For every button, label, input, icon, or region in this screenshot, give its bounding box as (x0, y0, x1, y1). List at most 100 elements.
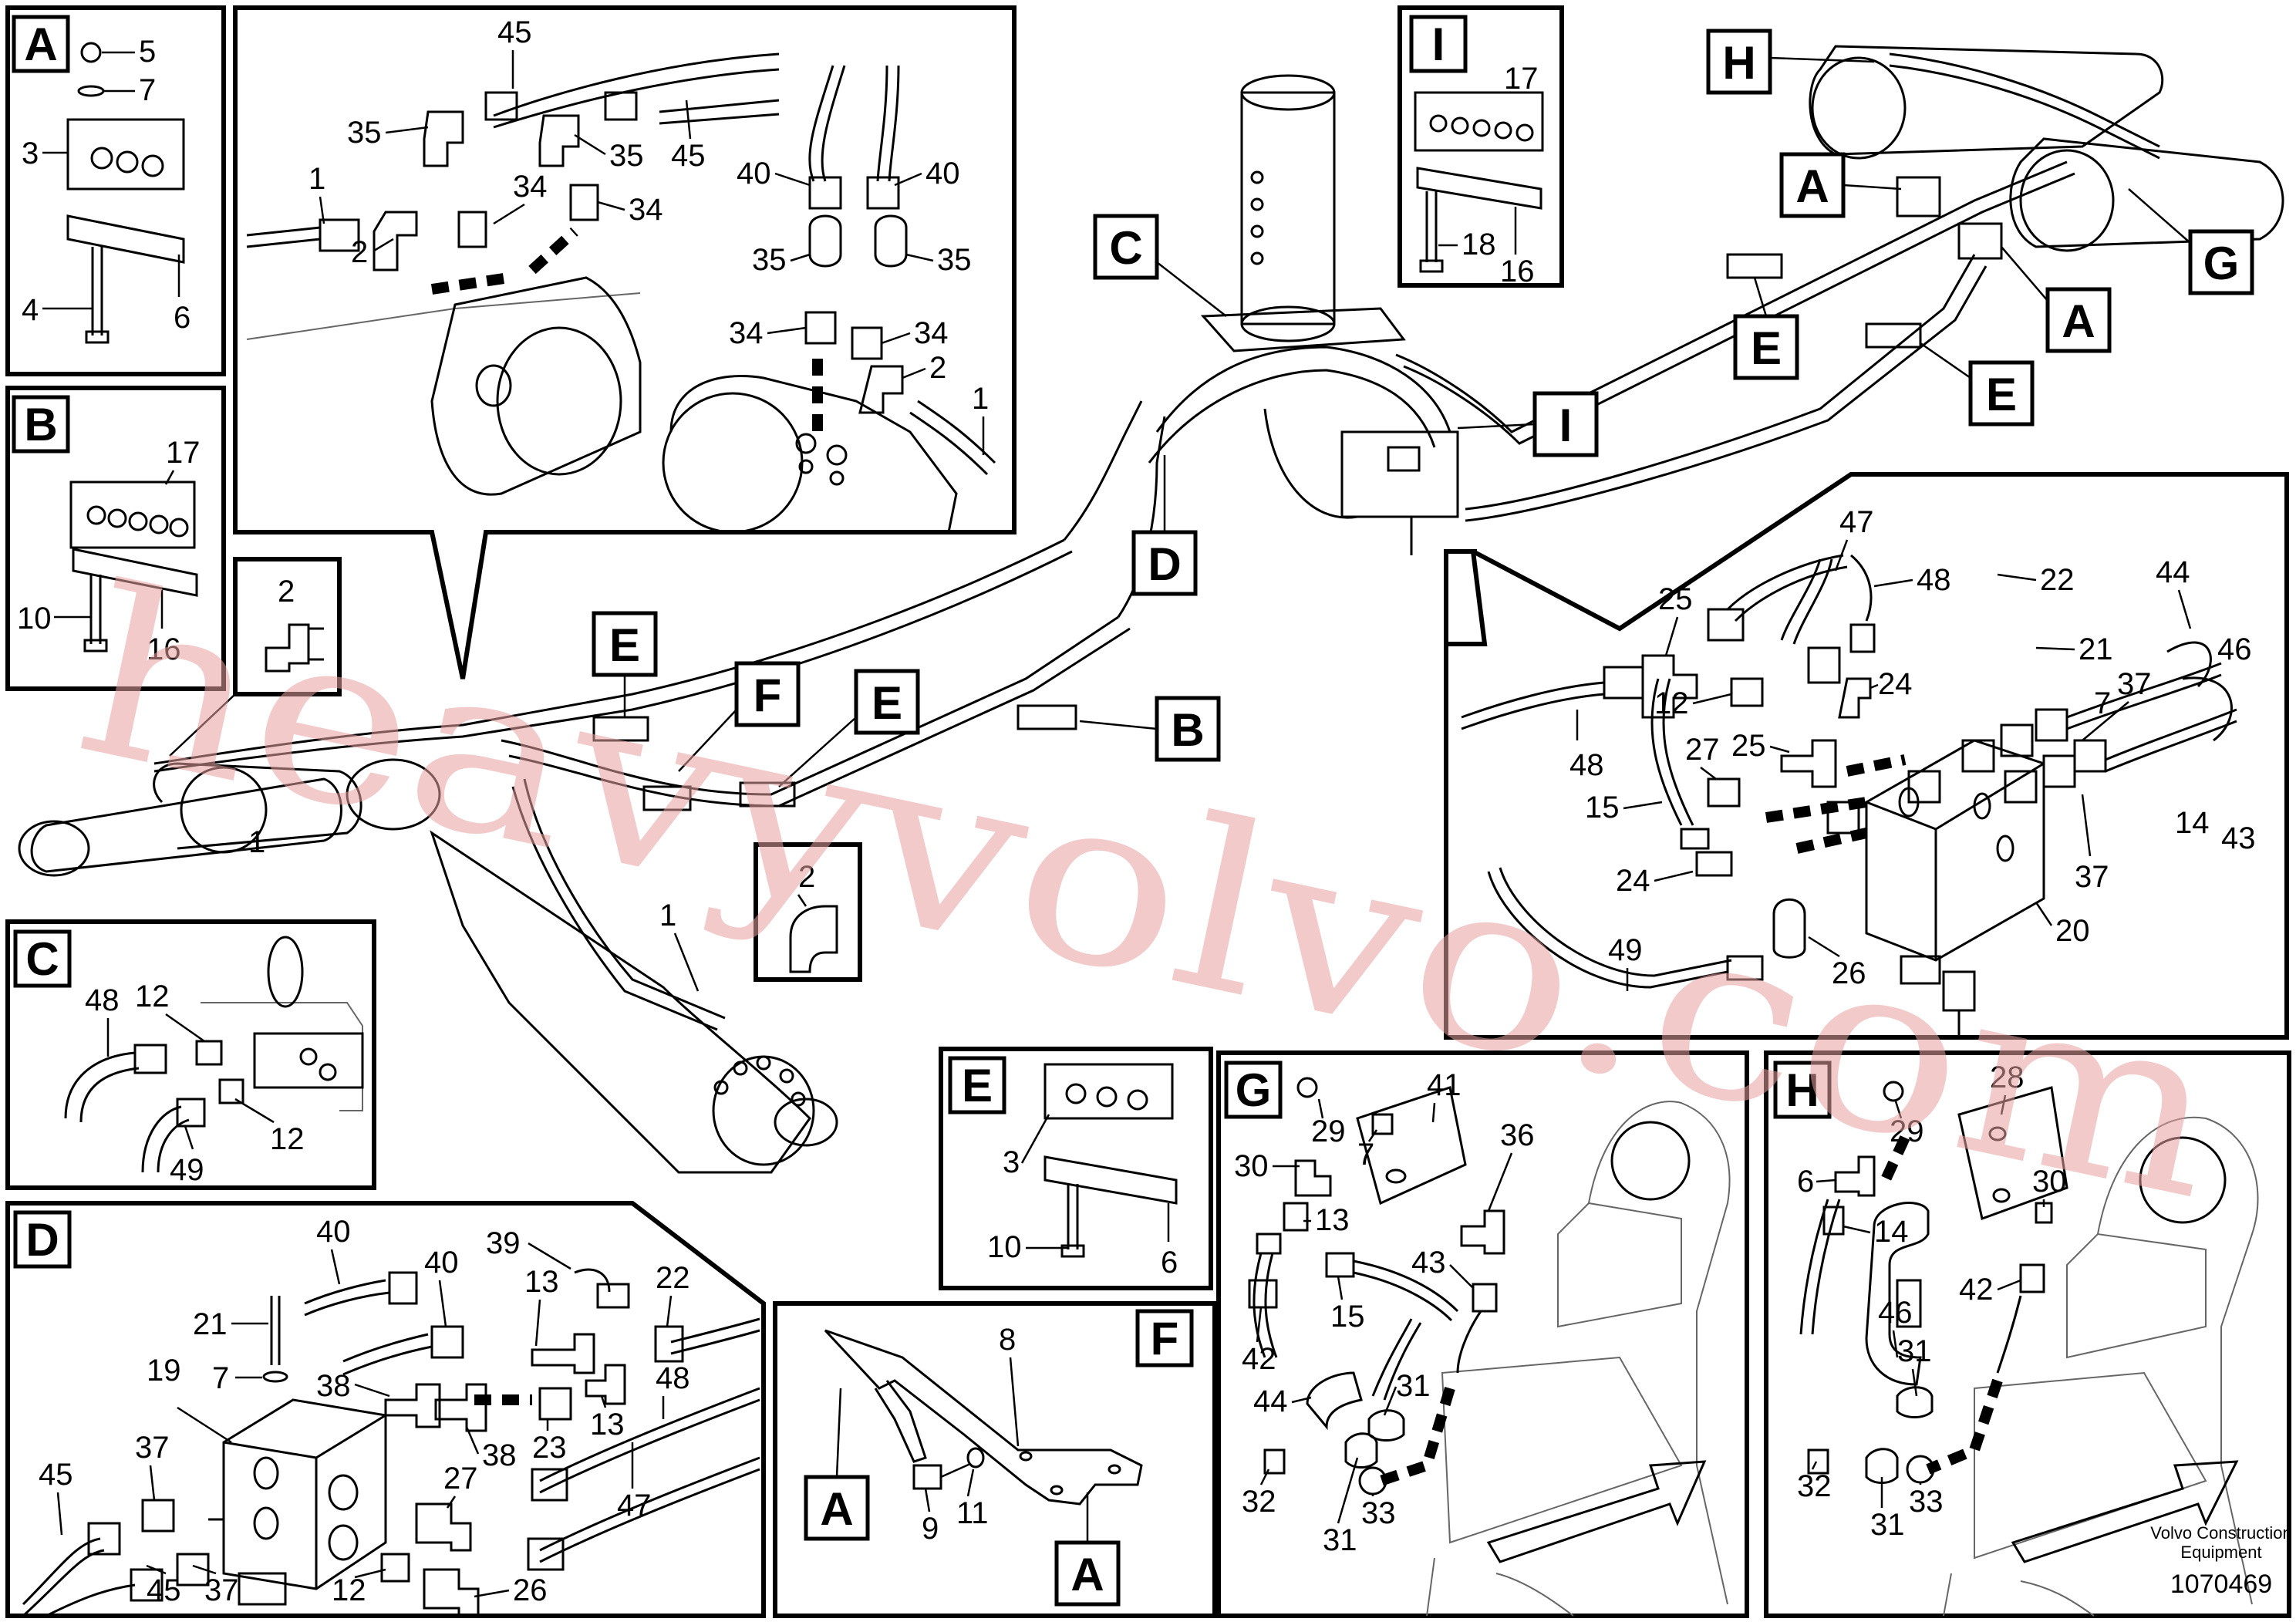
part-label: 12 (332, 1573, 366, 1607)
callout-letter: B (1171, 704, 1204, 756)
part-label: 21 (2079, 632, 2113, 666)
part-label: 13 (524, 1265, 559, 1299)
part-label: 27 (1685, 733, 1720, 767)
part-label: 45 (497, 15, 532, 49)
part-label: 49 (170, 1153, 204, 1187)
part-label: 17 (1504, 62, 1539, 96)
part-label: 3 (1003, 1145, 1020, 1179)
panel-g-letter: G (1236, 1064, 1272, 1116)
part-label: 34 (729, 316, 764, 350)
part-label: 32 (1242, 1485, 1276, 1519)
part-label: 49 (1608, 933, 1643, 967)
part-label: 43 (2221, 821, 2256, 855)
ref-letter: A (1070, 1549, 1104, 1600)
part-label: 47 (617, 1489, 652, 1523)
fitting-2-detail-lower: 2 (754, 842, 862, 982)
part-label: 46 (1878, 1296, 1913, 1330)
part-label: 45 (147, 1573, 181, 1607)
callout-letter: E (872, 677, 902, 729)
callout-letter: E (1986, 369, 2017, 420)
detail-panel-b: B 17 10 16 (5, 386, 226, 691)
part-label: 22 (2040, 563, 2075, 597)
part-label: 45 (39, 1458, 73, 1492)
part-label: 32 (1797, 1469, 1832, 1503)
part-label: 31 (1323, 1523, 1357, 1557)
panel-c-letter: C (25, 933, 59, 985)
part-label: 7 (139, 73, 156, 107)
part-label: 8 (999, 1323, 1016, 1357)
part-label: 22 (656, 1261, 690, 1295)
credit-line-1: Volvo Construction (2150, 1523, 2291, 1543)
part-label: 30 (2032, 1165, 2067, 1199)
panel-b-letter: B (24, 399, 57, 450)
part-label: 46 (2217, 632, 2252, 666)
part-label: 33 (1361, 1496, 1396, 1530)
part-label: 1 (248, 825, 265, 859)
part-label: 19 (147, 1354, 181, 1388)
part-label: 25 (1731, 729, 1766, 763)
part-label: 26 (513, 1573, 548, 1607)
part-label: 17 (166, 436, 201, 470)
part-label: 10 (17, 602, 52, 636)
callout-letter: G (2203, 238, 2240, 289)
clamp-assembly-e-drawing (1043, 1063, 1178, 1258)
part-label: 24 (1616, 864, 1650, 898)
part-label: 6 (174, 301, 190, 335)
overview-callouts: C D E F E B I A E E A H (592, 29, 2254, 787)
part-label: 44 (2156, 555, 2190, 589)
part-label: 4 (22, 293, 39, 327)
part-label: 21 (193, 1307, 228, 1341)
panel-h-hoses-drawing (1799, 1135, 2053, 1484)
part-label: 35 (609, 139, 644, 173)
part-label: 37 (204, 1573, 239, 1607)
part-label: 48 (656, 1361, 690, 1395)
part-label: 44 (1253, 1384, 1288, 1418)
callout-letter: E (1751, 322, 1782, 374)
part-label: 31 (1396, 1369, 1431, 1403)
part-label: 2 (278, 575, 295, 609)
clamp-assembly-b-drawing (69, 481, 198, 653)
part-label: 23 (532, 1431, 567, 1465)
part-label: 42 (1959, 1273, 1994, 1307)
part-label: 12 (1654, 686, 1689, 720)
detail-panel-d: D (5, 1201, 766, 1618)
detail-panel-g: G (1216, 1050, 1749, 1618)
part-label: 31 (1870, 1508, 1905, 1542)
main-overview-drawing (18, 45, 2284, 1174)
detail-panel-i: I 17 18 16 (1397, 5, 1564, 288)
clamp-assembly-i-drawing (1414, 91, 1544, 273)
detail-panel-f: F 8 9 11 A A (773, 1301, 1217, 1618)
part-label: 39 (486, 1226, 521, 1260)
part-label: 34 (629, 193, 663, 227)
part-label: 36 (1500, 1118, 1535, 1152)
detail-panel-e: E 3 10 6 (939, 1047, 1213, 1290)
part-label: 37 (2075, 860, 2109, 894)
part-label: 26 (1832, 956, 1866, 990)
part-label: 29 (1890, 1114, 1924, 1148)
panel-d-letter: D (25, 1214, 59, 1266)
part-label: 27 (443, 1462, 478, 1496)
hoses-and-fittings-drawing (246, 52, 996, 476)
part-label: 1 (659, 899, 676, 932)
panel-e-letter: E (962, 1060, 993, 1111)
part-label: 14 (2175, 806, 2210, 840)
watermark-text: heavyvolvo.com (59, 536, 2242, 1252)
top-detail-callout: 45 35 35 45 1 34 34 2 40 40 35 35 34 34 … (233, 5, 1017, 679)
boom-end-h-drawing (1883, 1081, 2259, 1617)
part-label: 29 (1311, 1114, 1346, 1148)
panel-g-hoses-drawing (1248, 1159, 1505, 1496)
callout-letter: A (2062, 295, 2095, 347)
part-label: 35 (937, 243, 972, 277)
part-label: 13 (590, 1408, 625, 1442)
part-label: 47 (1839, 505, 1874, 539)
panel-i-letter: I (1432, 19, 1445, 70)
bracket-8-drawing (824, 1329, 1143, 1506)
callout-letter: I (1559, 400, 1573, 451)
part-label: 35 (347, 116, 382, 150)
panel-d-hoses-drawing (22, 1268, 760, 1617)
callout-letter: E (609, 619, 640, 671)
part-label: 7 (1357, 1138, 1374, 1172)
callout-letter: H (1722, 37, 1755, 89)
clamp-assembly-a-drawing (66, 42, 185, 344)
